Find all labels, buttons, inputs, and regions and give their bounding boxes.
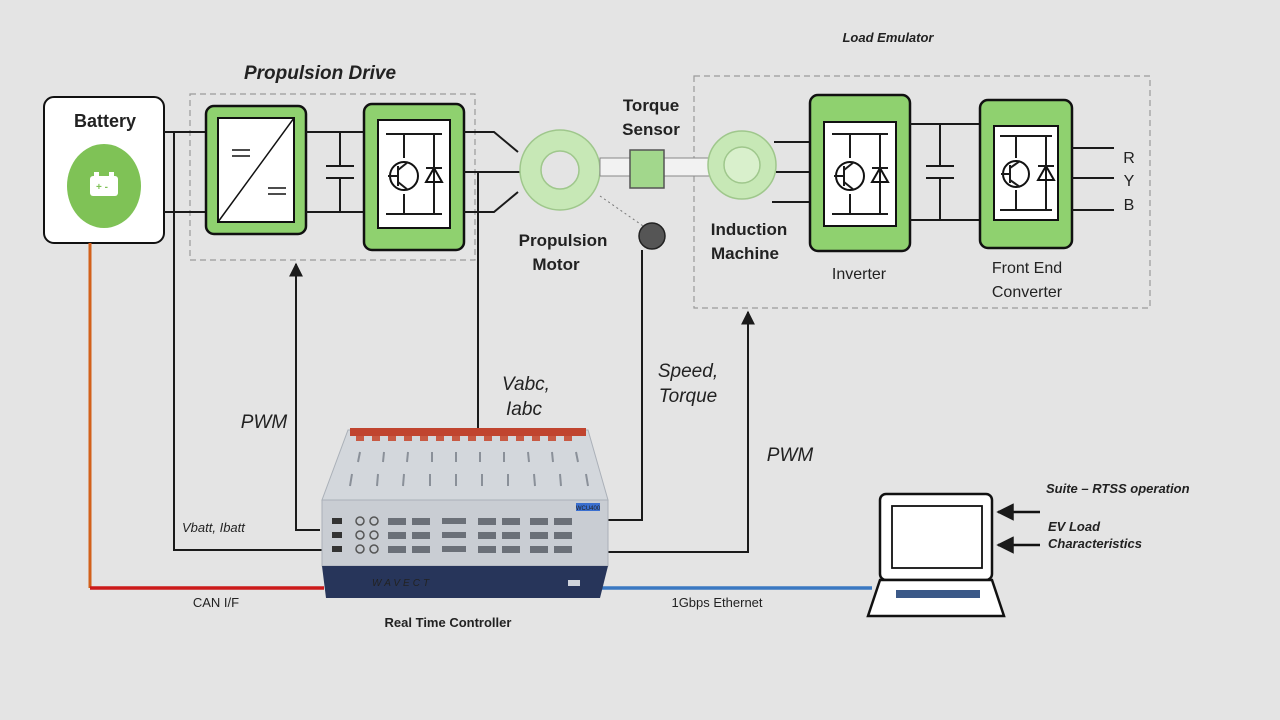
- propulsion-drive-group: [189, 93, 476, 261]
- propulsion-drive-title: Propulsion Drive: [244, 63, 396, 84]
- can-label: CAN I/F: [193, 595, 239, 610]
- torque-sensor: [629, 149, 665, 189]
- battery-block: + -: [43, 96, 165, 244]
- torque-label: Torque: [659, 386, 717, 407]
- torque-sensor-label-1: Torque: [623, 96, 679, 115]
- propulsion-motor: [519, 129, 601, 211]
- dc-dc-converter: [204, 104, 308, 236]
- vabc-label: Vabc,: [502, 374, 550, 395]
- pwm-drive-label: PWM: [241, 412, 288, 433]
- propulsion-motor-label-2: Motor: [532, 255, 580, 274]
- induction-machine-label-1: Induction: [711, 220, 787, 239]
- load-emulator-group: [693, 75, 1151, 309]
- phase-y-label: Y: [1124, 173, 1135, 190]
- controller-model: WCU400: [576, 506, 601, 512]
- ev-load-label-2: Characteristics: [1048, 536, 1142, 551]
- torque-sensor-label-2: Sensor: [622, 120, 680, 139]
- suite-label: Suite – RTSS operation: [1046, 481, 1190, 496]
- speed-encoder: [638, 222, 666, 250]
- front-end-converter: [978, 98, 1074, 250]
- load-inverter: [808, 93, 912, 253]
- ev-load-label-1: EV Load: [1048, 519, 1101, 534]
- load-emulator-title: Load Emulator: [842, 30, 934, 45]
- real-time-controller: [321, 428, 609, 598]
- speed-label: Speed,: [658, 361, 718, 382]
- front-end-label-1: Front End: [992, 260, 1062, 277]
- pwm-load-label: PWM: [767, 445, 814, 466]
- vbatt-label: Vbatt, Ibatt: [182, 520, 246, 535]
- controller-brand: WAVECT: [372, 578, 432, 589]
- drive-inverter: [362, 102, 466, 252]
- laptop-icon: [866, 492, 1006, 618]
- iabc-label: Iabc: [506, 399, 542, 420]
- load-dc-link: [910, 123, 982, 221]
- phase-r-label: R: [1123, 150, 1135, 167]
- ethernet-label: 1Gbps Ethernet: [671, 595, 762, 610]
- sensor-link: [599, 195, 647, 229]
- front-end-label-2: Converter: [992, 284, 1063, 301]
- inverter-label: Inverter: [832, 266, 887, 283]
- phase-b-label: B: [1124, 197, 1135, 214]
- induction-machine-label-2: Machine: [711, 244, 779, 263]
- propulsion-motor-label-1: Propulsion: [519, 231, 608, 250]
- dc-link-capacitor: [306, 131, 366, 213]
- induction-machine: [707, 130, 777, 200]
- svg-text:+ -: + -: [96, 182, 108, 193]
- rtc-label: Real Time Controller: [385, 615, 512, 630]
- battery-label: Battery: [74, 111, 136, 131]
